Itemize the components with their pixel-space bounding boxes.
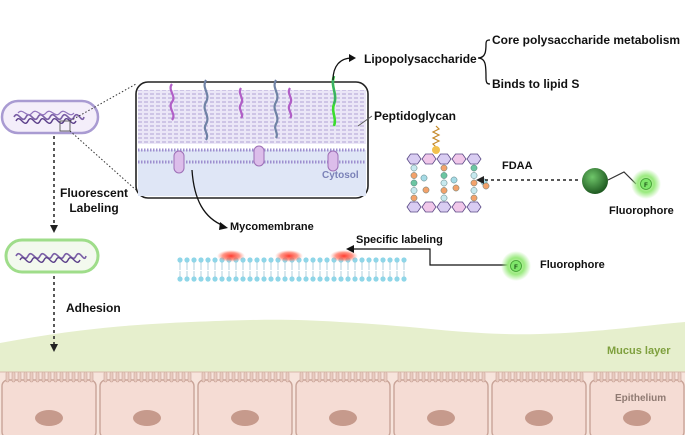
fluorophore-label: Fluorophore <box>609 205 674 217</box>
glycan-unit <box>406 201 422 213</box>
mucus-layer-label: Mucus layer <box>607 345 671 357</box>
glycan-unit <box>406 153 422 165</box>
metabolism-bracket <box>477 39 491 85</box>
peptidoglycan-structure <box>406 125 490 213</box>
cell-envelope-panel <box>135 75 369 199</box>
epithelium-cell <box>491 371 587 435</box>
fdaa-bead-icon <box>582 168 637 194</box>
lps-chain <box>203 79 209 141</box>
glycan-unit <box>466 201 482 213</box>
epithelium-cell <box>99 371 195 435</box>
fluorophore-icon: F <box>501 251 531 281</box>
fluorophore-label-2: Fluorophore <box>540 259 605 271</box>
mycomembrane-arrow <box>191 169 225 227</box>
fluorophore-glyph: F <box>644 183 648 189</box>
fluorescent-bacterium-icon <box>4 238 100 274</box>
cytosol-label: Cytosol <box>322 170 359 181</box>
lps-chain <box>273 79 279 139</box>
rod-bacterium-icon <box>0 99 100 135</box>
binds-lipid-label: Binds to lipid S <box>492 77 580 91</box>
lps-chain <box>238 87 244 119</box>
lps-chain <box>287 87 293 119</box>
glycan-unit <box>421 201 437 213</box>
glycan-unit <box>466 153 482 165</box>
epithelium-cell <box>589 371 685 435</box>
epithelium-cell <box>197 371 293 435</box>
glycan-unit <box>436 201 452 213</box>
lps-chain <box>169 83 175 121</box>
labeled-spots <box>217 250 358 262</box>
peptidoglycan-pointer <box>357 115 373 127</box>
glycan-unit <box>451 201 467 213</box>
zoom-line-top <box>69 83 137 122</box>
epithelium-cell <box>295 371 391 435</box>
fluorescent-labeling-label: Fluorescent Labeling <box>60 186 129 215</box>
fdaa-label: FDAA <box>502 160 533 172</box>
epithelium-cell <box>1 371 97 435</box>
specific-labeling-label: Specific labeling <box>356 234 443 246</box>
glycan-unit <box>451 153 467 165</box>
mycomembrane-label: Mycomembrane <box>230 221 314 233</box>
mucus-layer <box>0 319 685 372</box>
glycan-unit <box>436 153 452 165</box>
core-metabolism-label: Core polysaccharide metabolism <box>492 33 681 47</box>
fluorophore-icon: F <box>631 169 661 199</box>
epithelium-cell <box>393 371 489 435</box>
adhesion-label: Adhesion <box>66 301 121 315</box>
peptidoglycan-label: Peptidoglycan <box>374 109 457 123</box>
zoom-line-bottom <box>69 130 137 191</box>
glycan-unit <box>421 153 437 165</box>
epithelium <box>0 371 685 435</box>
epithelium-label: Epithelium <box>615 393 667 404</box>
lipopolysaccharide-label: Lipopolysaccharide <box>364 52 477 66</box>
specific-labeling-arrow <box>352 248 508 266</box>
fluorophore-glyph: F <box>514 265 518 271</box>
